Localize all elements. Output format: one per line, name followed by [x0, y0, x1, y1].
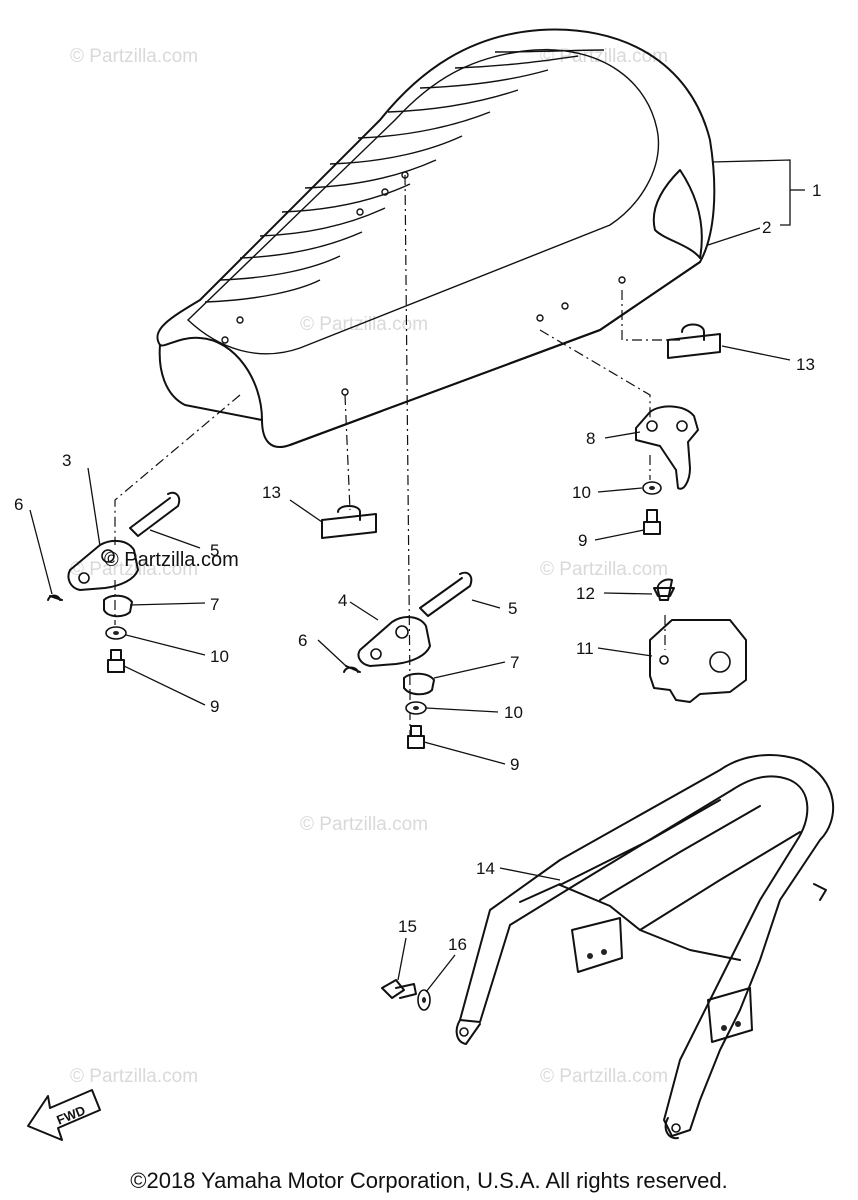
assembly-lines [114, 174, 680, 735]
clip-center [343, 665, 361, 673]
seat-base-outline [158, 261, 701, 446]
seat-lock-group [635, 405, 699, 535]
bolt-left [107, 649, 125, 673]
grab-bar-washer [417, 989, 431, 1011]
hinge-bracket-left [67, 539, 139, 591]
hinge-bracket-center [357, 616, 431, 667]
forward-direction-arrow: FWD [27, 1089, 101, 1141]
callout-13: 13 [796, 355, 815, 374]
clip-left [47, 594, 63, 601]
seat-cover-outline [156, 28, 716, 448]
watermark: © Partzilla.com [70, 1066, 198, 1087]
watermark-overlay: © Partzilla.com [104, 549, 239, 571]
callout-6: 6 [298, 631, 307, 650]
watermark: © Partzilla.com [540, 559, 668, 580]
seat-tail-emblem [652, 169, 703, 259]
callout-9: 9 [510, 755, 519, 774]
left-hinge-group [47, 491, 181, 673]
callout-12: 12 [576, 584, 595, 603]
callout-1: 1 [812, 181, 821, 200]
bolt-center [407, 725, 425, 749]
bolt-lock [643, 509, 661, 535]
hinge-pin-center [419, 571, 473, 617]
seat-damper-right [667, 323, 721, 359]
seat-pad-outline [186, 49, 660, 355]
grab-bar-bracket [707, 987, 753, 1043]
hinge-pin-left [129, 491, 181, 537]
callout-16: 16 [448, 935, 467, 954]
callout-10: 10 [504, 703, 523, 722]
grab-bar-assembly [455, 754, 834, 1140]
plate-center [403, 672, 435, 696]
callout-11: 11 [576, 639, 594, 658]
callout-10: 10 [572, 483, 591, 502]
callout-5: 5 [210, 541, 219, 560]
screw-12 [653, 587, 675, 597]
callout-7: 7 [210, 595, 219, 614]
seat-pleats [204, 49, 605, 303]
copyright-notice: ©2018 Yamaha Motor Corporation, U.S.A. A… [130, 1168, 728, 1193]
watermark: © Partzilla.com [540, 46, 668, 67]
callout-13: 13 [262, 483, 281, 502]
callout-2: 2 [762, 218, 771, 237]
callout-leaders [29, 159, 805, 993]
watermark: © Partzilla.com [300, 314, 428, 335]
callout-9: 9 [210, 697, 219, 716]
callout-labels: 1 2 13 3 6 13 5 7 10 9 4 6 5 7 10 9 8 10… [14, 181, 821, 954]
watermark: © Partzilla.com [70, 559, 198, 580]
callout-4: 4 [338, 591, 347, 610]
grab-bar-frame [459, 754, 834, 1137]
callout-5: 5 [508, 599, 517, 618]
fwd-label: FWD [54, 1103, 87, 1128]
callout-14: 14 [476, 859, 495, 878]
plate-left [103, 594, 133, 618]
watermark: © Partzilla.com [300, 814, 428, 835]
callout-3: 3 [62, 451, 71, 470]
seat-damper-left [321, 505, 377, 539]
callout-10: 10 [210, 647, 229, 666]
seat-assembly [156, 28, 716, 448]
grab-bar-bolt [381, 979, 417, 999]
callout-15: 15 [398, 917, 417, 936]
callout-8: 8 [586, 429, 595, 448]
callout-7: 7 [510, 653, 519, 672]
seat-mount-holes [221, 171, 626, 396]
watermark: © Partzilla.com [540, 1066, 668, 1087]
callout-6: 6 [14, 495, 23, 514]
seat-lock-hook [635, 405, 699, 490]
center-hinge-group [343, 571, 473, 749]
callout-9: 9 [578, 531, 587, 550]
watermark: © Partzilla.com [70, 46, 198, 67]
grab-bar-bracket [571, 917, 623, 973]
seat-lock-body [649, 578, 747, 703]
